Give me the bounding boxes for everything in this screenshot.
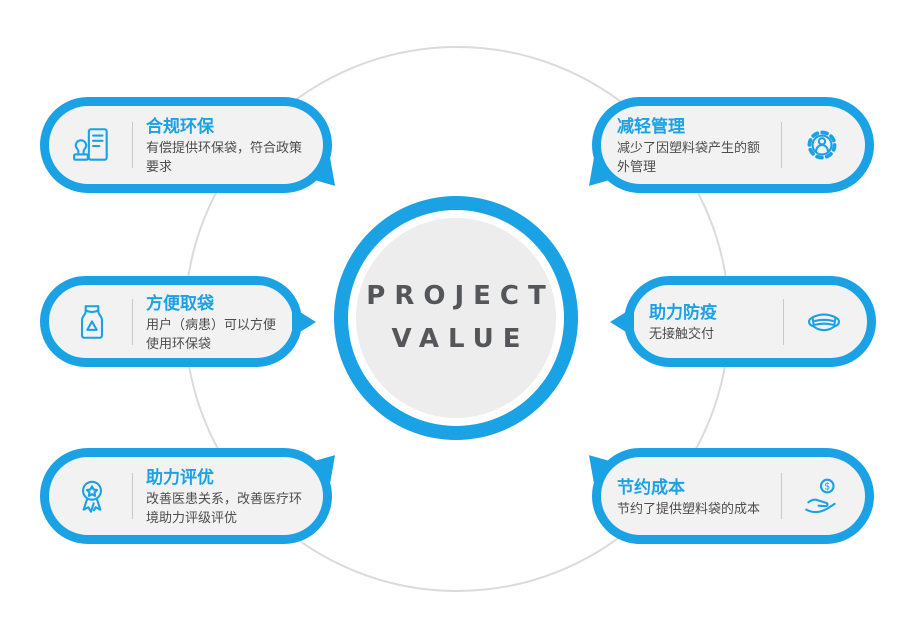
center-circle-gap: PROJECT VALUE <box>348 210 564 426</box>
bag-pickup-card-content: 方便取袋 用户（病患）可以方便使用环保袋 <box>49 289 293 355</box>
card-title: 方便取袋 <box>146 293 214 314</box>
svg-text:$: $ <box>824 482 830 493</box>
card-title: 合规环保 <box>146 117 214 138</box>
card-title: 节约成本 <box>617 477 685 498</box>
center-title: PROJECT VALUE <box>357 275 554 361</box>
divider <box>783 298 784 345</box>
card-desc: 节约了提供塑料袋的成本 <box>617 501 761 517</box>
rating-card: 助力评优 改善医患关系，改善医疗环境助力评级评优 <box>40 445 347 544</box>
compliance-card-content: 合规环保 有偿提供环保袋，符合政策要求 <box>49 112 323 178</box>
epidemic-card: 助力防疫 无接触交付 <box>610 276 876 367</box>
epidemic-card-content: 助力防疫 无接触交付 <box>633 298 867 345</box>
compliance-text: 合规环保 有偿提供环保袋，符合政策要求 <box>146 112 307 178</box>
divider <box>132 122 133 168</box>
pointer-icon <box>610 306 634 337</box>
card-title: 助力评优 <box>146 468 214 489</box>
divider <box>132 298 133 345</box>
rating-text: 助力评优 改善医患关系，改善医疗环境助力评级评优 <box>146 463 307 529</box>
rating-card-content: 助力评优 改善医患关系，改善医疗环境助力评级评优 <box>49 463 323 529</box>
card-desc: 用户（病患）可以方便使用环保袋 <box>146 317 277 352</box>
card-desc: 有偿提供环保袋，符合政策要求 <box>146 141 303 175</box>
epidemic-text: 助力防疫 无接触交付 <box>649 298 770 345</box>
mask-icon <box>797 301 851 343</box>
bag-pickup-card: 方便取袋 用户（病患）可以方便使用环保袋 <box>40 276 316 367</box>
center-title-line1: PROJECT <box>366 281 555 312</box>
card-desc: 减少了因塑料袋产生的额外管理 <box>617 141 761 175</box>
bag-pickup-text: 方便取袋 用户（病患）可以方便使用环保袋 <box>146 289 277 355</box>
card-desc: 改善医患关系，改善医疗环境助力评级评优 <box>146 492 303 526</box>
medal-icon <box>65 475 119 517</box>
recycle-bag-icon <box>65 301 119 343</box>
stamp-icon <box>65 124 119 166</box>
cost-card-content: 节约成本 节约了提供塑料袋的成本 $ <box>601 473 865 520</box>
compliance-card: 合规环保 有偿提供环保袋，符合政策要求 <box>40 97 347 196</box>
hand-coin-icon: $ <box>795 475 849 517</box>
divider <box>781 122 782 168</box>
divider <box>132 473 133 519</box>
management-card-content: 减轻管理 减少了因塑料袋产生的额外管理 <box>601 112 865 178</box>
management-card: 减轻管理 减少了因塑料袋产生的额外管理 <box>577 97 874 196</box>
center-circle: PROJECT VALUE <box>334 196 578 440</box>
divider <box>781 473 782 519</box>
gear-user-icon <box>795 124 849 166</box>
pointer-icon <box>292 306 316 337</box>
management-text: 减轻管理 减少了因塑料袋产生的额外管理 <box>617 112 768 178</box>
card-desc: 无接触交付 <box>649 327 715 343</box>
center-title-line2: VALUE <box>391 324 530 354</box>
card-title: 减轻管理 <box>617 117 685 138</box>
center-circle-inner: PROJECT VALUE <box>356 218 556 418</box>
cost-card: 节约成本 节约了提供塑料袋的成本 $ <box>577 445 874 544</box>
card-title: 助力防疫 <box>649 303 717 324</box>
cost-text: 节约成本 节约了提供塑料袋的成本 <box>617 473 768 520</box>
